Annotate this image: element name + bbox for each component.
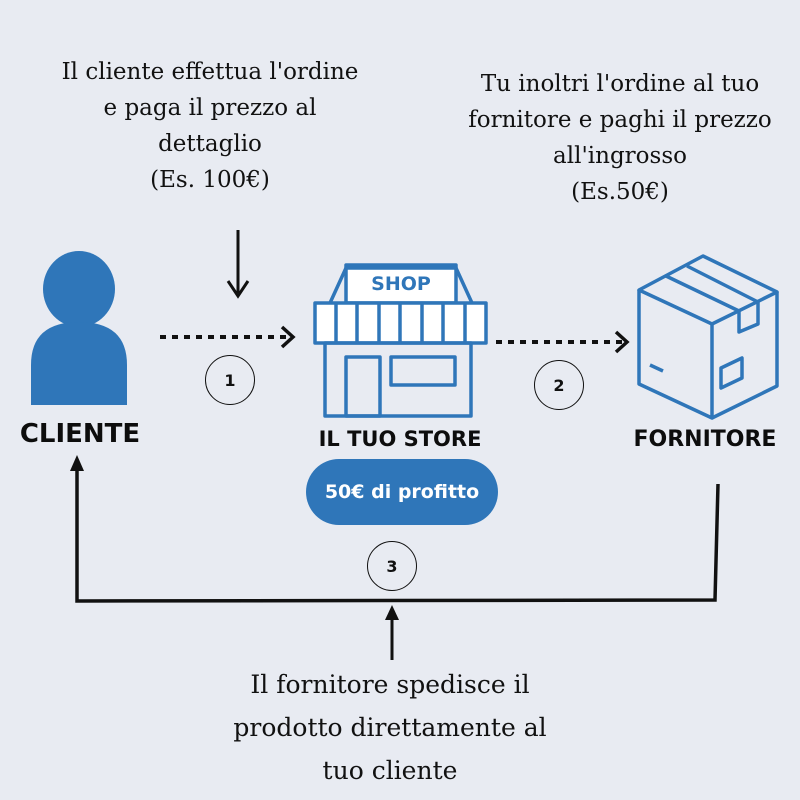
text-line: dettaglio <box>158 131 262 157</box>
text-line: e paga il prezzo al <box>103 95 317 121</box>
shop-sign: SHOP <box>371 273 431 295</box>
text-line: (Es.50€) <box>571 179 669 205</box>
step-3-badge: 3 <box>367 541 417 591</box>
text-line: prodotto direttamente al <box>233 713 547 742</box>
dotted-arrow-step2 <box>496 330 630 354</box>
text-line: tuo cliente <box>322 756 458 785</box>
return-path-step3 <box>70 455 720 603</box>
box-icon <box>637 254 779 420</box>
text-line: fornitore e paghi il prezzo <box>468 107 772 133</box>
customer-label: CLIENTE <box>19 419 141 449</box>
supplier-label: FORNITORE <box>633 427 777 452</box>
shipping-step-text: Il fornitore spedisce il prodotto dirett… <box>220 663 560 792</box>
down-arrow-step1 <box>226 230 250 299</box>
customer-step-text: Il cliente effettua l'ordine e paga il p… <box>60 54 360 198</box>
step-1-badge: 1 <box>205 355 255 405</box>
step-2-badge: 2 <box>534 360 584 410</box>
text-line: Il fornitore spedisce il <box>250 670 530 699</box>
dotted-arrow-step1 <box>160 325 296 349</box>
shop-icon <box>313 263 488 418</box>
text-line: all'ingrosso <box>553 143 687 169</box>
supplier-step-text: Tu inoltri l'ordine al tuo fornitore e p… <box>455 66 785 210</box>
profit-badge: 50€ di profitto <box>306 459 498 525</box>
text-line: Tu inoltri l'ordine al tuo <box>480 71 760 97</box>
text-line: (Es. 100€) <box>150 167 270 193</box>
person-icon <box>31 251 127 405</box>
up-arrow-step3 <box>385 605 399 660</box>
store-label: IL TUO STORE <box>318 427 482 451</box>
text-line: Il cliente effettua l'ordine <box>61 59 359 85</box>
